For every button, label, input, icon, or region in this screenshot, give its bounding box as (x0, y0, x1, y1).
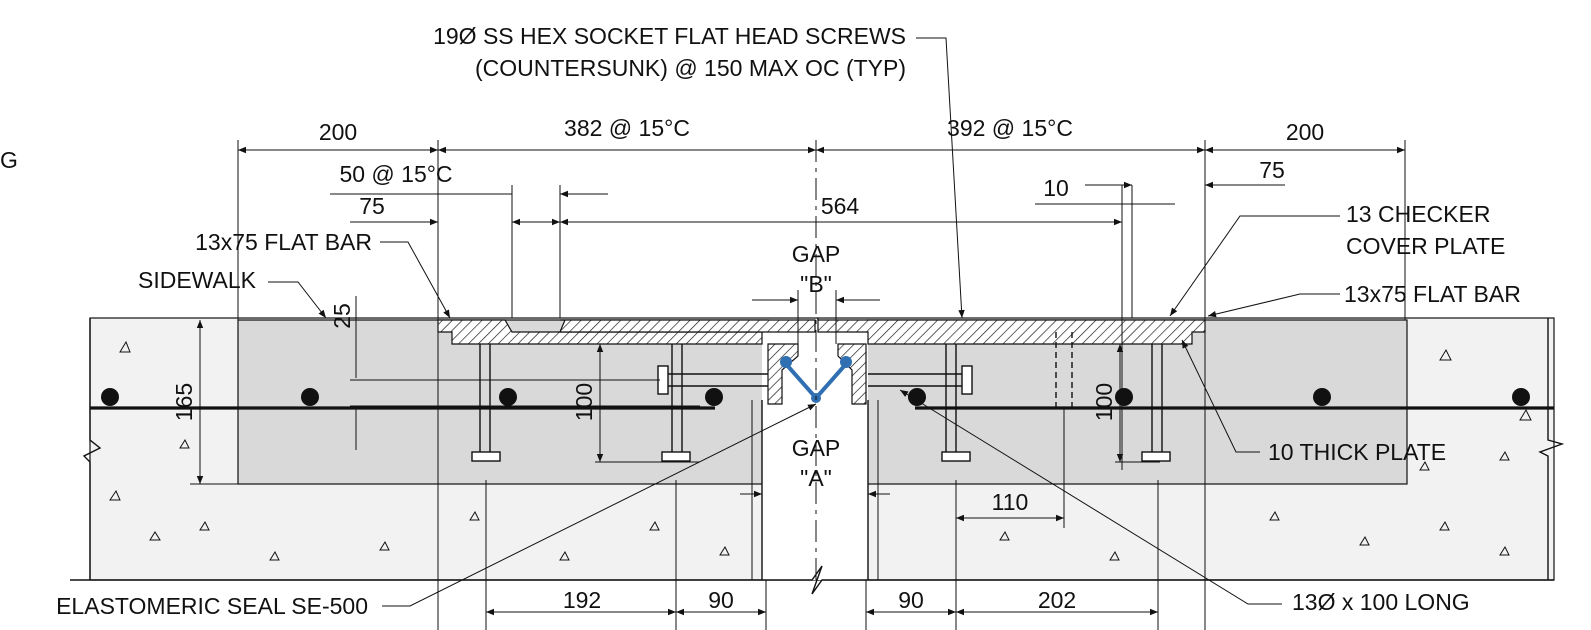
gap-b-label-line2: "B" (800, 271, 832, 297)
seal-label: ELASTOMERIC SEAL SE-500 (56, 593, 368, 619)
dim-200-left: 200 (319, 119, 357, 145)
flat-bar-left-label: 13x75 FLAT BAR (195, 229, 372, 255)
thick-plate-label: 10 THICK PLATE (1268, 439, 1446, 465)
dim-75-left: 75 (359, 193, 385, 219)
dim-50: 50 @ 15°C (339, 161, 452, 187)
gap-a-label-line2: "A" (800, 465, 832, 491)
dim-110: 110 (992, 489, 1029, 515)
gap-a-label-line1: GAP (792, 435, 841, 461)
dim-382: 382 @ 15°C (564, 115, 690, 141)
gap-b-label-line1: GAP (792, 241, 841, 267)
dim-392: 392 @ 15°C (947, 115, 1073, 141)
dim-100-left: 100 (571, 383, 597, 421)
dim-564: 564 (821, 193, 860, 219)
concrete-aggregate (109, 340, 1532, 561)
dim-10: 10 (1043, 175, 1069, 201)
dim-200-right: 200 (1286, 119, 1324, 145)
anchor-studs (471, 332, 1171, 462)
screws-label-line1: 19Ø SS HEX SOCKET FLAT HEAD SCREWS (433, 23, 906, 49)
checker-plate-label-line1: 13 CHECKER (1346, 201, 1490, 227)
checker-cover-plate (817, 319, 1206, 345)
flat-bar-right-label: 13x75 FLAT BAR (1344, 281, 1521, 307)
dim-75-right: 75 (1259, 157, 1285, 183)
anchor-label: 13Ø x 100 LONG (1292, 589, 1470, 615)
dim-25: 25 (329, 303, 355, 329)
sidewalk-label: SIDEWALK (138, 267, 257, 293)
dim-202: 202 (1038, 587, 1076, 613)
leader-lines (268, 37, 1340, 607)
dim-192: 192 (563, 587, 601, 613)
dimension-lines (190, 140, 1406, 630)
edge-text: G (0, 147, 18, 173)
dim-90-left: 90 (708, 587, 734, 613)
dim-165: 165 (171, 383, 197, 421)
checker-plate-label-line2: COVER PLATE (1346, 233, 1505, 259)
dim-100-right: 100 (1091, 383, 1117, 421)
cover-plate-left (559, 319, 816, 333)
dim-90-right: 90 (898, 587, 924, 613)
joint-opening (762, 320, 868, 580)
screws-label-line2: (COUNTERSUNK) @ 150 MAX OC (TYP) (475, 55, 906, 81)
